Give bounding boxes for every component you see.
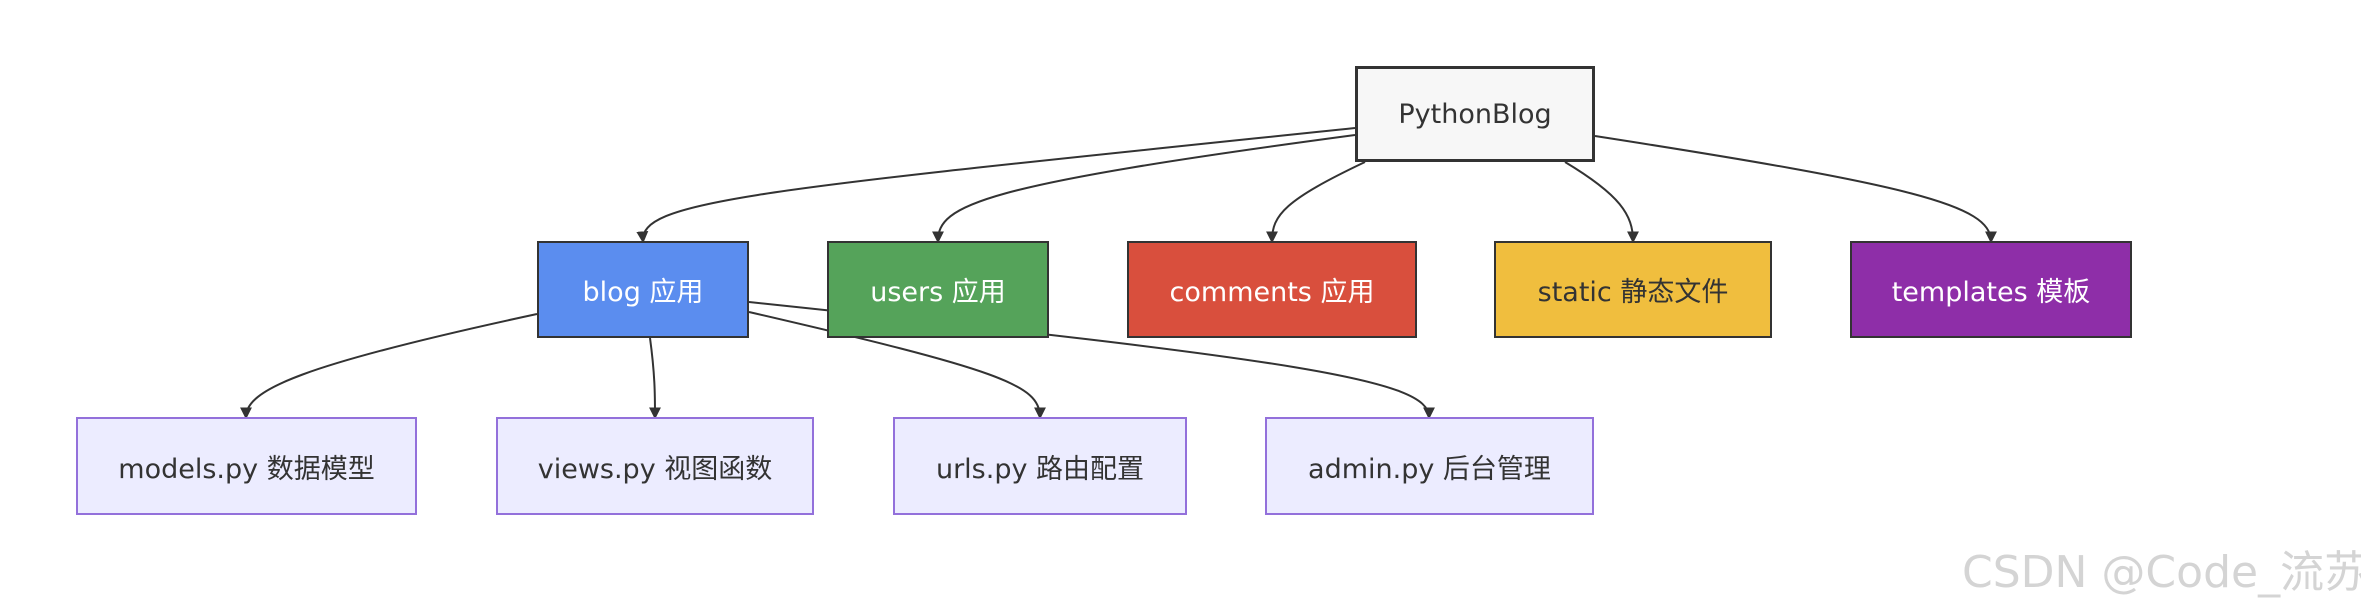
edge-root-comments xyxy=(1266,161,1366,244)
node-templates: templates 模板 xyxy=(1850,241,2132,338)
node-admin-py: admin.py 后台管理 xyxy=(1265,417,1594,515)
edge-root-templates xyxy=(1594,135,1997,244)
node-users-app: users 应用 xyxy=(827,241,1049,338)
node-views-py: views.py 视图函数 xyxy=(496,417,814,515)
edge-blog-views xyxy=(648,337,661,420)
node-static-files: static 静态文件 xyxy=(1494,241,1772,338)
edge-root-blog xyxy=(636,127,1356,244)
node-comments-app: comments 应用 xyxy=(1127,241,1417,338)
watermark: CSDN @Code_流苏 xyxy=(1962,547,2361,598)
node-urls-py: urls.py 路由配置 xyxy=(893,417,1187,515)
node-blog-app: blog 应用 xyxy=(537,241,749,338)
edge-root-users xyxy=(932,134,1356,244)
node-models-py: models.py 数据模型 xyxy=(76,417,417,515)
edge-blog-models xyxy=(240,313,538,420)
node-pythonblog: PythonBlog xyxy=(1355,66,1595,162)
edge-root-static xyxy=(1564,161,1639,244)
